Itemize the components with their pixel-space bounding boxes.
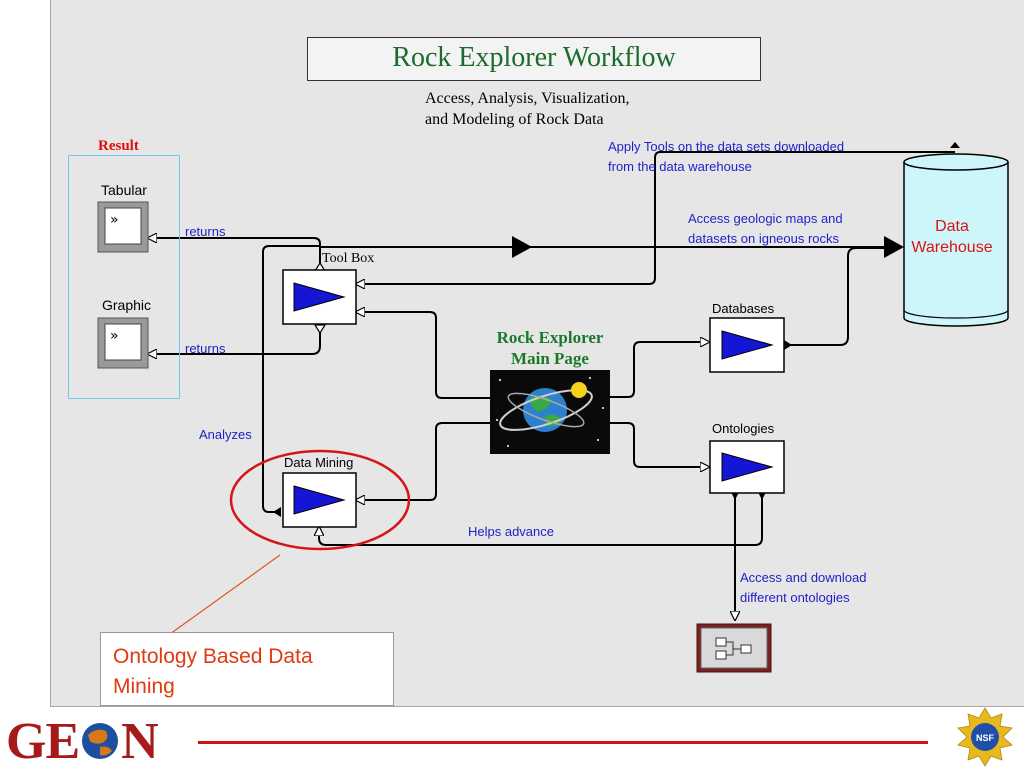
earth-globe-image (490, 370, 610, 454)
toolbox-actor-icon (282, 269, 357, 325)
svg-text:»: » (110, 328, 119, 344)
result-group-box (68, 155, 180, 399)
edge-label-returns-2: returns (185, 341, 226, 356)
edge-databases-to-warehouse (790, 243, 897, 346)
logo-text-post: N (121, 713, 159, 770)
highlight-ellipse (229, 449, 411, 551)
title-box: Rock Explorer Workflow (307, 37, 761, 81)
edge-label-apply-tools-1: Apply Tools on the data sets downloaded (608, 139, 845, 154)
edge-warehouse-to-toolbox (356, 151, 955, 284)
nsf-seal-icon: NSF (957, 707, 1013, 767)
callout-box: Ontology Based Data Mining (100, 632, 394, 706)
ontologies-label: Ontologies (712, 421, 775, 436)
edge-label-access-ontologies-1: Access and download (740, 570, 867, 585)
flow-arrow-marker (884, 236, 904, 258)
edge-label-access-maps-1: Access geologic maps and (688, 211, 843, 226)
edge-main-to-datamining (356, 422, 490, 500)
data-warehouse-label: Data Warehouse (911, 218, 993, 256)
edge-main-to-databases (610, 342, 709, 398)
diagram-subtitle: Access, Analysis, Visualization, and Mod… (425, 90, 630, 128)
port-marker (950, 142, 960, 148)
edge-label-apply-tools-2: from the data warehouse (608, 159, 752, 174)
callout-leader-line (169, 554, 281, 635)
main-page-label: Rock Explorer Main Page (496, 328, 604, 368)
callout-text: Ontology Based Data Mining (113, 645, 313, 698)
ontology-browser-icon (696, 623, 772, 673)
diagram-title: Rock Explorer Workflow (392, 42, 676, 73)
tabular-label: Tabular (101, 182, 147, 198)
edge-label-access-ontologies-2: different ontologies (740, 590, 850, 605)
footer-rule (198, 741, 928, 744)
edge-label-access-maps-2: datasets on igneous rocks (688, 231, 840, 246)
datamining-actor-icon (282, 472, 357, 528)
edge-main-to-ontologies (610, 422, 709, 467)
graphic-display-icon: » (97, 317, 149, 369)
flow-arrow-marker (512, 236, 532, 258)
port-marker (273, 507, 281, 517)
edge-main-to-toolbox (356, 312, 490, 399)
svg-text:»: » (110, 212, 119, 228)
edge-label-analyzes: Analyzes (199, 427, 252, 442)
datamining-label: Data Mining (284, 455, 354, 470)
port-marker (784, 340, 792, 350)
port-marker (313, 324, 327, 335)
globe-logo-icon (82, 723, 119, 759)
edge-toolbox-to-graphic (148, 330, 321, 354)
edge-toolbox-to-tabular (148, 238, 321, 246)
edge-toolbox-to-warehouse (319, 242, 897, 270)
result-label: Result (98, 138, 139, 154)
ontologies-actor-icon (709, 440, 785, 494)
edge-helps-advance (319, 496, 763, 546)
toolbox-label: Tool Box (322, 251, 375, 266)
databases-label: Databases (712, 301, 775, 316)
data-warehouse-cylinder-icon (903, 153, 1009, 327)
tabular-display-icon: » (97, 201, 149, 253)
connections (148, 151, 955, 620)
edge-label-returns-1: returns (185, 224, 226, 239)
databases-actor-icon (709, 317, 785, 373)
graphic-label: Graphic (102, 297, 152, 313)
edge-analyzes (262, 245, 320, 513)
geon-logo: GE N (6, 712, 159, 771)
nsf-label: NSF (976, 733, 995, 743)
edge-label-helps-advance: Helps advance (468, 524, 554, 539)
logo-text-pre: GE (6, 713, 80, 770)
